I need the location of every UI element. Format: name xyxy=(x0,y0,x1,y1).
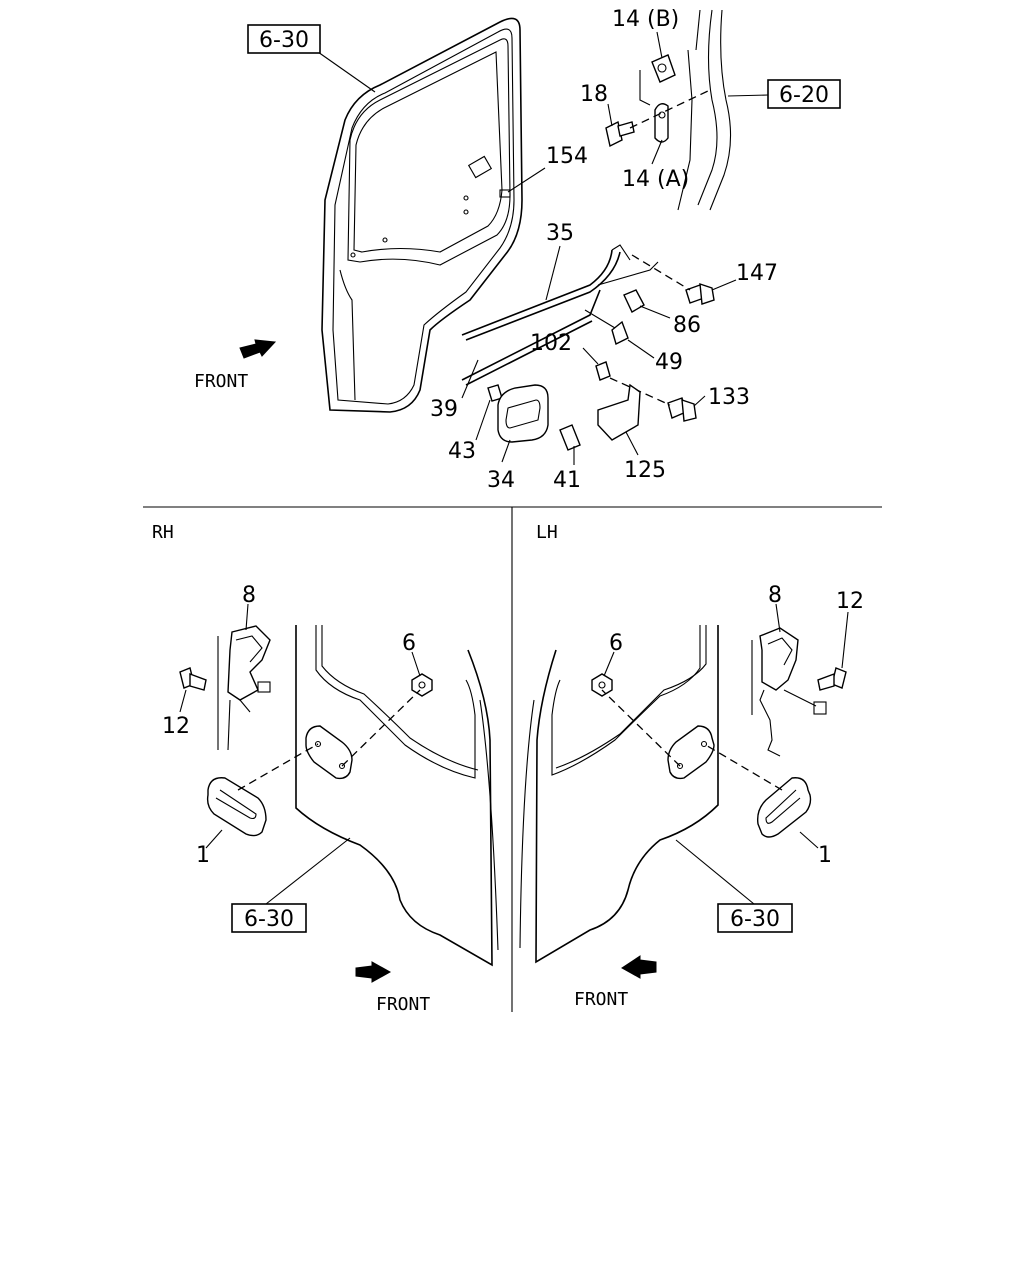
part-label-133: 133 xyxy=(708,385,750,410)
lh-part-label-6: 6 xyxy=(609,631,623,656)
leader-lines xyxy=(179,31,849,905)
handle-seat-rh xyxy=(305,725,353,780)
front-arrow-lh xyxy=(621,955,657,979)
door-panel-lh xyxy=(519,625,719,964)
bolt-18 xyxy=(605,120,635,148)
ref-label-door-rh: 6-30 xyxy=(244,907,294,932)
latch-8-lh xyxy=(751,627,827,757)
rh-part-label-6: 6 xyxy=(402,631,416,656)
part-label-125: 125 xyxy=(624,458,666,483)
part-label-14a: 14 (A) xyxy=(622,167,689,192)
lh-part-label-12: 12 xyxy=(836,589,864,614)
nut-6-rh xyxy=(411,673,433,697)
ref-label-door-top: 6-30 xyxy=(259,28,309,53)
clip-49 xyxy=(611,320,629,346)
rods-35-39 xyxy=(461,244,659,386)
part-label-41: 41 xyxy=(553,468,581,493)
door-panel-top xyxy=(321,17,523,413)
part-label-39: 39 xyxy=(430,397,458,422)
part-label-86: 86 xyxy=(673,313,701,338)
rh-part-label-8: 8 xyxy=(242,583,256,608)
handle-lh xyxy=(756,777,812,838)
handle-seat-lh xyxy=(667,725,715,780)
striker-14b xyxy=(639,54,676,106)
clip-86 xyxy=(623,289,645,313)
part-label-102: 102 xyxy=(530,331,572,356)
ref-box-door-lh[interactable]: 6-30 xyxy=(717,903,793,933)
part-label-147: 147 xyxy=(736,261,778,286)
rh-part-label-1: 1 xyxy=(196,843,210,868)
rh-title: RH xyxy=(152,522,174,543)
ref-box-door-top[interactable]: 6-30 xyxy=(247,24,321,54)
screw-12-rh xyxy=(179,667,207,691)
front-label-top: FRONT xyxy=(194,371,248,392)
latch-8-rh xyxy=(217,625,271,751)
part-label-35: 35 xyxy=(546,221,574,246)
plate-14a xyxy=(654,103,669,143)
front-label-rh: FRONT xyxy=(376,994,430,1015)
bolt-133 xyxy=(667,397,697,422)
ref-box-door-rh[interactable]: 6-30 xyxy=(231,903,307,933)
handle-rh xyxy=(206,777,267,837)
handle-bezel-34 xyxy=(497,384,549,443)
part-label-49: 49 xyxy=(655,350,683,375)
screw-12-lh xyxy=(817,667,847,691)
ref-label-door-lh: 6-30 xyxy=(730,907,780,932)
front-arrow-rh xyxy=(355,961,392,983)
part-label-18: 18 xyxy=(580,82,608,107)
bolt-147 xyxy=(685,282,715,305)
part-label-154: 154 xyxy=(546,144,588,169)
cab-pillar-top xyxy=(677,9,732,211)
screw-41 xyxy=(559,424,581,451)
lh-part-label-1: 1 xyxy=(818,843,832,868)
front-arrow-top xyxy=(239,339,277,359)
lh-title: LH xyxy=(536,522,558,543)
part-label-14b: 14 (B) xyxy=(612,7,679,32)
door-panel-rh xyxy=(295,625,499,967)
front-label-lh: FRONT xyxy=(574,989,628,1010)
nut-6-lh xyxy=(591,673,613,697)
rh-part-label-12: 12 xyxy=(162,714,190,739)
part-label-34: 34 xyxy=(487,468,515,493)
clip-102 xyxy=(595,361,611,381)
ref-box-cab-top[interactable]: 6-20 xyxy=(767,79,841,109)
ref-label-cab-top: 6-20 xyxy=(779,83,829,108)
part-label-43: 43 xyxy=(448,439,476,464)
lh-part-label-8: 8 xyxy=(768,583,782,608)
bracket-125 xyxy=(597,383,641,441)
